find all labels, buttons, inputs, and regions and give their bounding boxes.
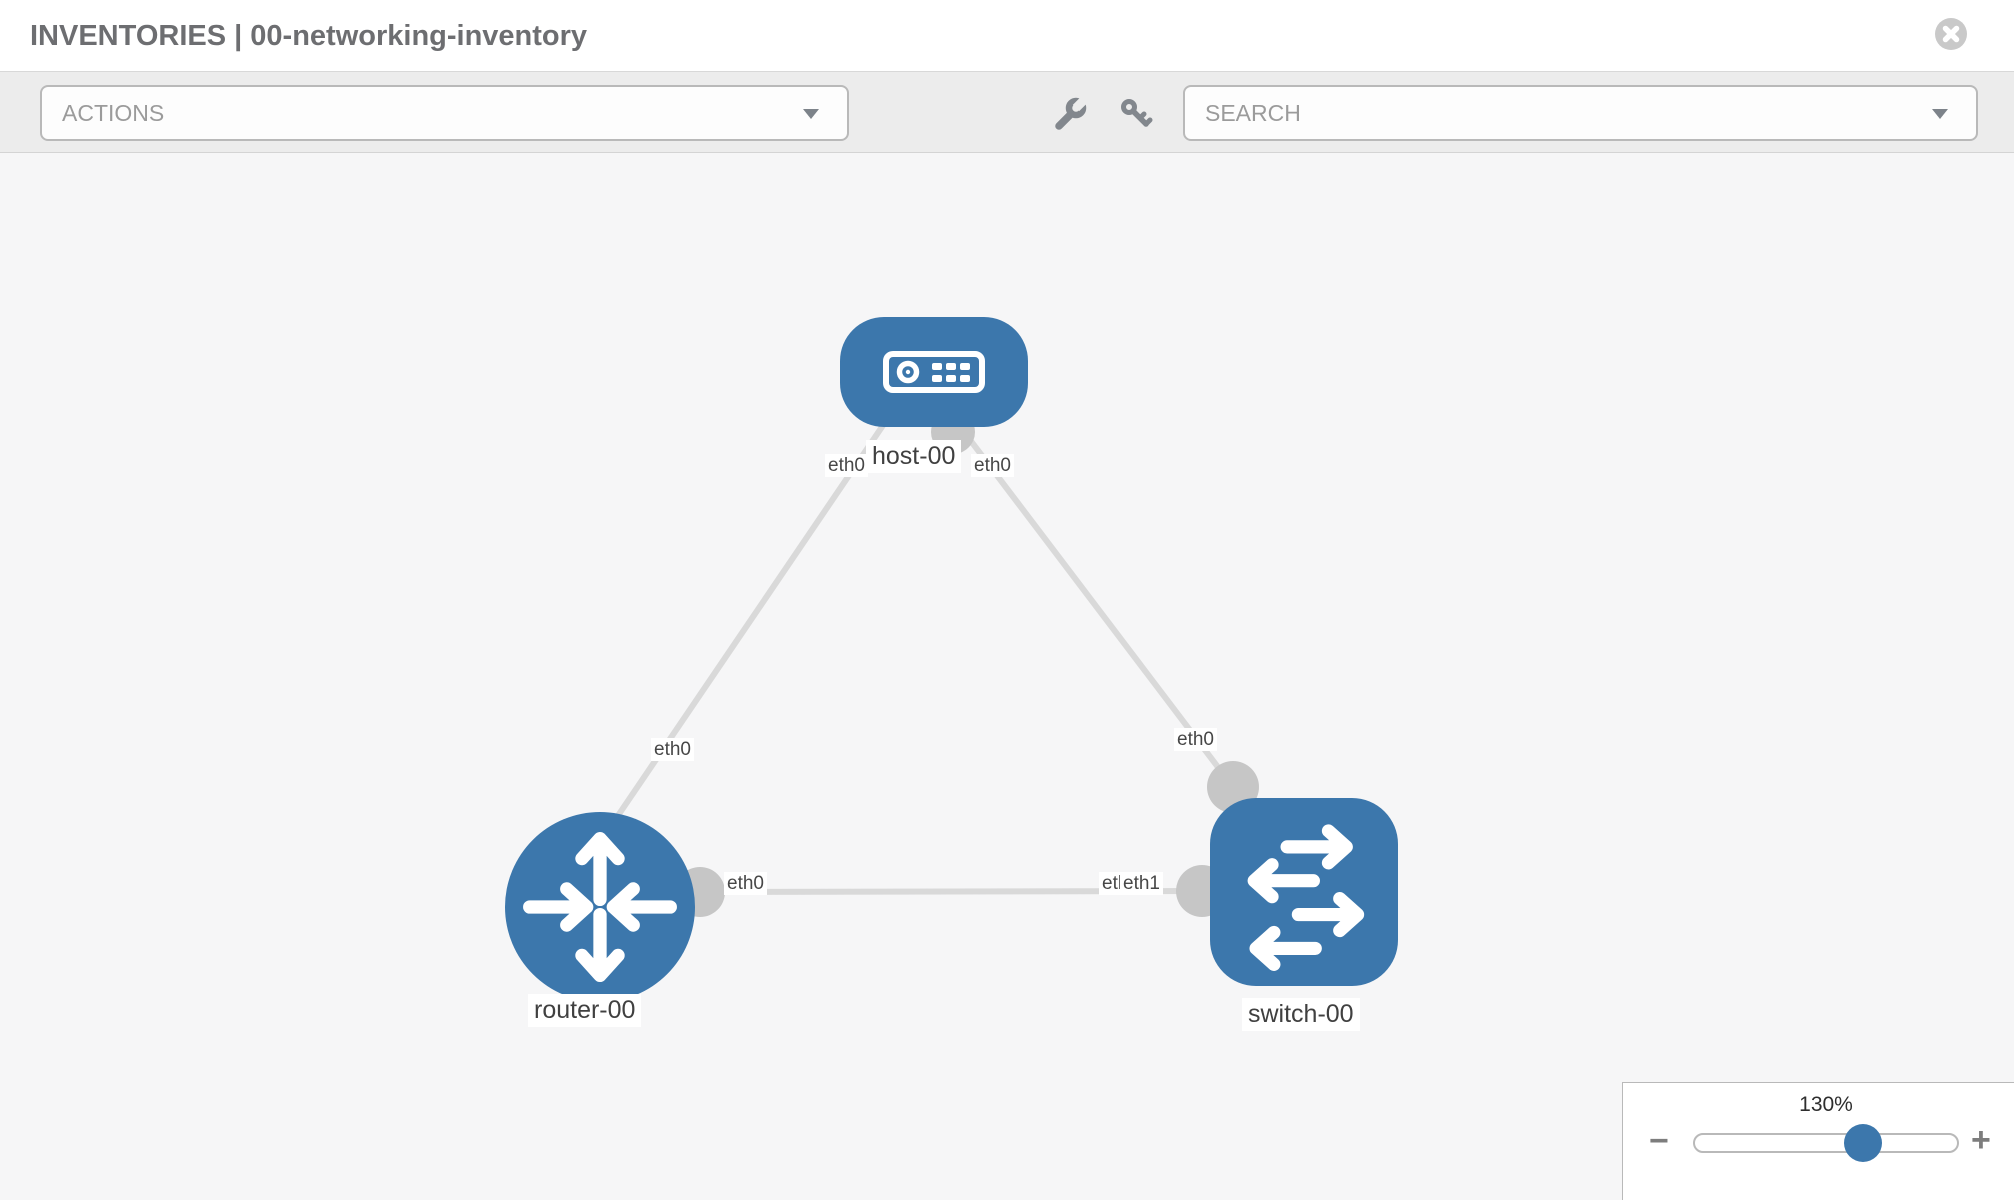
node-label-router-00: router-00 xyxy=(528,994,642,1027)
topology-canvas[interactable]: eth0 host-00 eth0 eth0 eth0 eth0 eth1 et… xyxy=(0,153,2014,1200)
zoom-level-value: 130% xyxy=(1799,1093,1853,1116)
zoom-out-button[interactable]: − xyxy=(1649,1122,1669,1160)
zoom-slider-handle[interactable] xyxy=(1844,1124,1882,1162)
link-host-switch xyxy=(952,418,1236,789)
chevron-down-icon xyxy=(803,109,819,119)
interface-label-switch-eth0-to-host: eth0 xyxy=(1174,728,1217,751)
toolbar: ACTIONS SEARC xyxy=(0,71,2014,153)
interface-label-host-eth0-to-router: eth0 xyxy=(825,454,868,477)
search-dropdown[interactable]: SEARCH xyxy=(1183,85,1978,141)
actions-dropdown-label: ACTIONS xyxy=(62,100,165,126)
adhoc-commands-button[interactable] xyxy=(1052,93,1091,135)
close-button[interactable] xyxy=(1934,17,1968,51)
actions-dropdown[interactable]: ACTIONS xyxy=(40,85,849,141)
page-title: INVENTORIES | 00-networking-inventory xyxy=(30,20,588,52)
header: INVENTORIES | 00-networking-inventory xyxy=(0,0,2014,71)
interface-label-switch-eth1: eth1 xyxy=(1120,872,1163,895)
interface-label-router-eth0-to-switch: eth0 xyxy=(724,872,767,895)
node-label-host-00: host-00 xyxy=(866,440,962,473)
interface-label-router-eth0-to-host: eth0 xyxy=(651,738,694,761)
wrench-icon xyxy=(1052,93,1091,135)
chevron-down-icon xyxy=(1932,109,1948,119)
zoom-in-button[interactable]: + xyxy=(1971,1121,1991,1159)
key-icon xyxy=(1118,99,1154,135)
zoom-slider-track[interactable] xyxy=(1693,1133,1959,1153)
search-placeholder: SEARCH xyxy=(1205,100,1301,126)
node-label-switch-00: switch-00 xyxy=(1242,998,1360,1031)
zoom-panel: 130% − + xyxy=(1622,1082,2014,1200)
credentials-button[interactable] xyxy=(1118,96,1154,132)
interface-label-host-eth0-to-switch: eth0 xyxy=(971,454,1014,477)
close-icon xyxy=(1934,18,1968,54)
links-layer xyxy=(612,410,1259,917)
node-switch-00[interactable] xyxy=(1210,798,1398,986)
node-host-00[interactable] xyxy=(840,317,1028,427)
node-router-00[interactable] xyxy=(505,812,695,1002)
